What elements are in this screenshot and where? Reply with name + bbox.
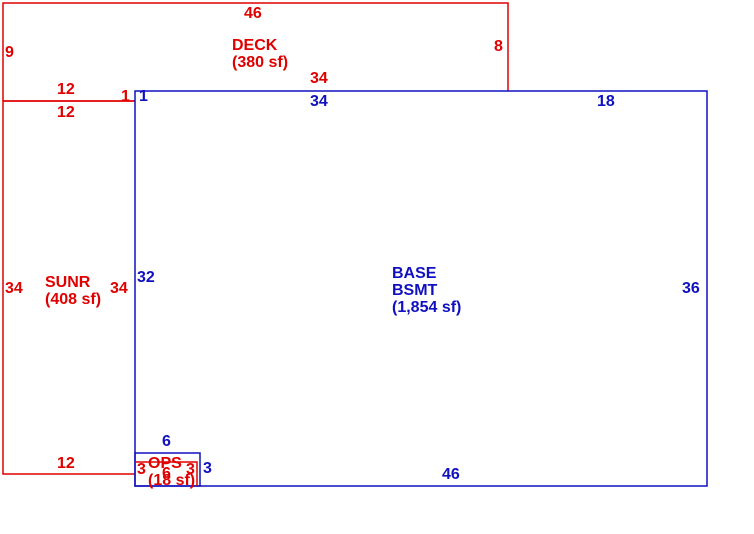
ops-name: OPS	[148, 455, 182, 472]
base-name-line2: BSMT	[392, 282, 438, 299]
sunr-top-dimension: 12	[57, 104, 75, 121]
deck-left-dimension: 9	[5, 44, 14, 61]
ops-outer-dimension: 3	[203, 460, 212, 477]
sunr-outline	[2, 100, 135, 475]
sunr-bottom-dimension: 12	[57, 455, 75, 472]
deck-name: DECK	[232, 37, 278, 54]
base-bsmt-outline	[134, 90, 708, 487]
ops-left-dimension: 3	[137, 461, 146, 478]
deck-step-dimension: 1	[121, 88, 130, 105]
base-corner-dimension: 1	[139, 88, 148, 105]
sunr-area: (408 sf)	[45, 291, 102, 308]
deck-bottom-dimension: 34	[310, 70, 328, 87]
ops-top-dimension: 6	[162, 433, 171, 450]
base-bottom-dimension: 46	[442, 466, 460, 483]
deck-top-dimension: 46	[244, 5, 262, 22]
ops-bottom-dimension: 6	[162, 465, 171, 482]
sunr-left-dimension: 34	[5, 280, 23, 297]
base-right-dimension: 36	[682, 280, 700, 297]
deck-right-dimension: 8	[494, 38, 503, 55]
base-area: (1,854 sf)	[392, 299, 462, 316]
base-name: BASE	[392, 265, 437, 282]
ops-outline-red	[135, 461, 198, 486]
ops-right-dimension: 3	[186, 461, 195, 478]
base-top-left-dimension: 34	[310, 93, 328, 110]
deck-outline	[2, 2, 509, 101]
sunr-name: SUNR	[45, 274, 91, 291]
base-left-dimension: 32	[137, 269, 155, 286]
ops-outline-blue	[134, 452, 201, 487]
base-top-right-dimension: 18	[597, 93, 615, 110]
deck-bottom-left-dimension: 12	[57, 81, 75, 98]
deck-area: (380 sf)	[232, 54, 289, 71]
sunr-right-dimension: 34	[110, 280, 128, 297]
ops-area: (18 sf)	[148, 472, 196, 489]
